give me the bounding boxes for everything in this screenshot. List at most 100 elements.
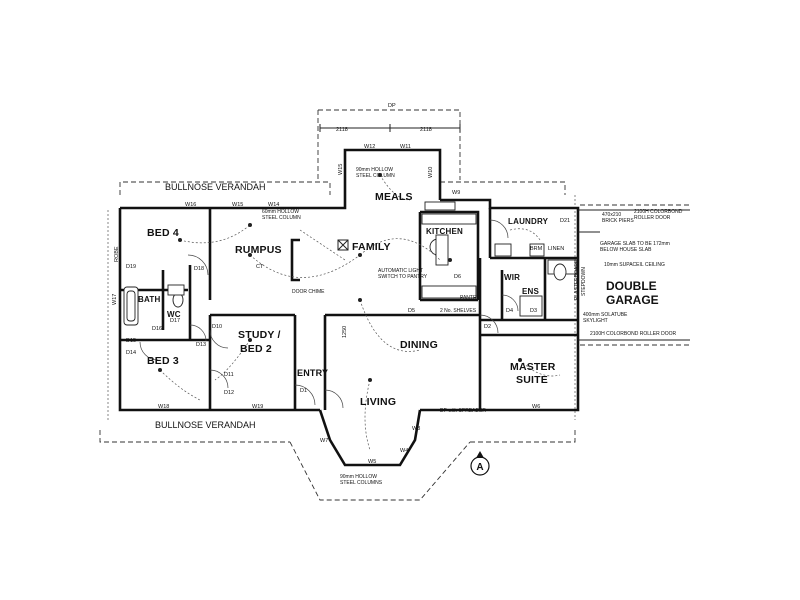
room-suite: SUITE: [516, 374, 548, 386]
note-skylight-1: 400mm SOLATUBE: [583, 312, 628, 318]
tag-dim-2118-b: 2118: [420, 127, 432, 133]
verandah-outline: [99, 109, 690, 501]
tag-w14: W14: [268, 202, 279, 208]
note-auto-light-1: AUTOMATIC LIGHT: [378, 268, 423, 274]
room-bath: BATH: [138, 295, 160, 304]
tag-w6: W6: [532, 404, 540, 410]
room-linen: LINEN: [548, 246, 564, 252]
note-brick-2: BRICK PIERS: [602, 218, 634, 224]
tag-d5: D5: [408, 308, 415, 314]
room-rumpus: RUMPUS: [235, 244, 282, 256]
basin-bath: [167, 284, 185, 296]
tag-w7: W7: [320, 438, 328, 444]
tag-w4: W4: [400, 448, 408, 454]
tag-ct: CT: [256, 264, 264, 270]
tag-d10: D10: [212, 324, 222, 330]
note-meals-column-2: STEEL COLUMN: [356, 173, 395, 179]
tag-d1: D1: [300, 388, 307, 394]
room-living: LIVING: [360, 396, 396, 408]
opening-tags: W16 W15 W14 W12 W11 W15 W10 W9 W17 W18 W…: [112, 103, 570, 465]
tag-w12: W12: [364, 144, 375, 150]
room-laundry: LAUNDRY: [508, 217, 549, 226]
kitchen-bench: [421, 213, 477, 299]
tag-w16: W16: [185, 202, 196, 208]
room-master: MASTER: [510, 361, 556, 373]
tag-w10: W10: [428, 167, 434, 178]
verandah-top-label: BULLNOSE VERANDAH: [165, 182, 266, 192]
tag-d6: D6: [454, 274, 461, 280]
note-dp-spreader: DP with SPREADER: [440, 408, 486, 414]
ens-fixtures: [519, 263, 567, 317]
note-roller-top-1: 2100H COLORBOND: [634, 209, 683, 215]
note-rumpus-column-1: 60mm HOLLOW: [262, 209, 299, 215]
note-meals-column-1: 90mm HOLLOW: [356, 167, 393, 173]
section-marker-label: A: [476, 462, 483, 473]
room-brm: BRM: [530, 246, 543, 252]
note-garage-slab-1: GARAGE SLAB TO BE 172mm: [600, 241, 670, 247]
room-bed3: BED 3: [147, 355, 179, 367]
section-marker: A: [470, 451, 490, 476]
tag-d11: D11: [224, 372, 234, 378]
tag-dp: DP: [388, 103, 396, 109]
note-skylight-2: SKYLIGHT: [583, 318, 608, 324]
room-study: STUDY /: [238, 329, 281, 341]
room-ens: ENS: [522, 287, 540, 296]
tag-w17: W17: [112, 294, 118, 305]
tag-w9: W9: [452, 190, 460, 196]
garage-outline: [578, 209, 690, 341]
room-dining: DINING: [400, 339, 438, 351]
tag-w5: W5: [368, 459, 376, 465]
room-meals: MEALS: [375, 191, 413, 203]
room-kitchen: KITCHEN: [426, 227, 463, 236]
room-bed4: BED 4: [147, 227, 179, 239]
external-walls: [118, 148, 580, 467]
tag-d4: D4: [506, 308, 513, 314]
tag-w11: W11: [400, 144, 411, 150]
tag-d3: D3: [530, 308, 537, 314]
tag-d19: D19: [126, 264, 136, 270]
tag-w15-meals: W15: [338, 164, 344, 175]
note-living-column-1: 90mm HOLLOW: [340, 474, 377, 480]
tag-d18: D18: [194, 266, 204, 272]
note-rumpus-column-2: STEEL COLUMN: [262, 215, 301, 221]
room-wc: WC: [167, 310, 181, 319]
tag-w18: W18: [158, 404, 169, 410]
tag-dim-2118-a: 2118: [336, 127, 348, 133]
note-auto-light-2: SWITCH TO PANTRY: [378, 274, 428, 280]
room-wir: WIR: [504, 273, 520, 282]
tag-w19: W19: [252, 404, 263, 410]
door-swings: [139, 219, 519, 409]
meals-fixtures: [424, 201, 456, 211]
room-labels: MEALS BED 4 RUMPUS FAMILY KITCHEN LAUNDR…: [138, 191, 659, 408]
tag-d21: D21: [560, 218, 570, 224]
room-entry: ENTRY: [297, 368, 328, 378]
verandah-bottom-label: BULLNOSE VERANDAH: [155, 420, 256, 430]
rumpus-fireplace: [290, 238, 300, 282]
bath-tub: [123, 286, 139, 326]
meals-dimension-line: [319, 124, 461, 132]
annotations: BULLNOSE VERANDAH BULLNOSE VERANDAH 90mm…: [155, 167, 683, 486]
tag-d12: D12: [224, 390, 234, 396]
note-roller-bottom: 2100H COLORBOND ROLLER DOOR: [590, 331, 677, 337]
room-garage: GARAGE: [606, 293, 659, 307]
internal-walls: [120, 208, 578, 410]
note-garage-slab-2: BELOW HOUSE SLAB: [600, 247, 652, 253]
note-pantry: PANTRY: [460, 295, 480, 301]
note-door-chime: DOOR CHIME: [292, 289, 325, 295]
tag-robe: ROBE: [114, 246, 120, 262]
note-plasterboard-1: PLASTERBOARD: [574, 259, 580, 300]
note-living-column-2: STEEL COLUMNS: [340, 480, 383, 486]
tag-w15-left: W15: [232, 202, 243, 208]
tag-w3: W3: [412, 426, 420, 432]
room-bed2: BED 2: [240, 343, 272, 355]
tag-d13: D13: [196, 342, 206, 348]
note-brick-1: 470x210: [602, 212, 621, 218]
room-double: DOUBLE: [606, 279, 657, 293]
note-roller-top-2: ROLLER DOOR: [634, 215, 671, 221]
tag-d14: D14: [126, 350, 136, 356]
tag-dim-1250: 1250: [342, 326, 348, 338]
light-switch-lines: [159, 174, 561, 451]
tag-d2: D2: [484, 324, 491, 330]
note-shelves: 2 No. SHELVES: [440, 308, 477, 314]
